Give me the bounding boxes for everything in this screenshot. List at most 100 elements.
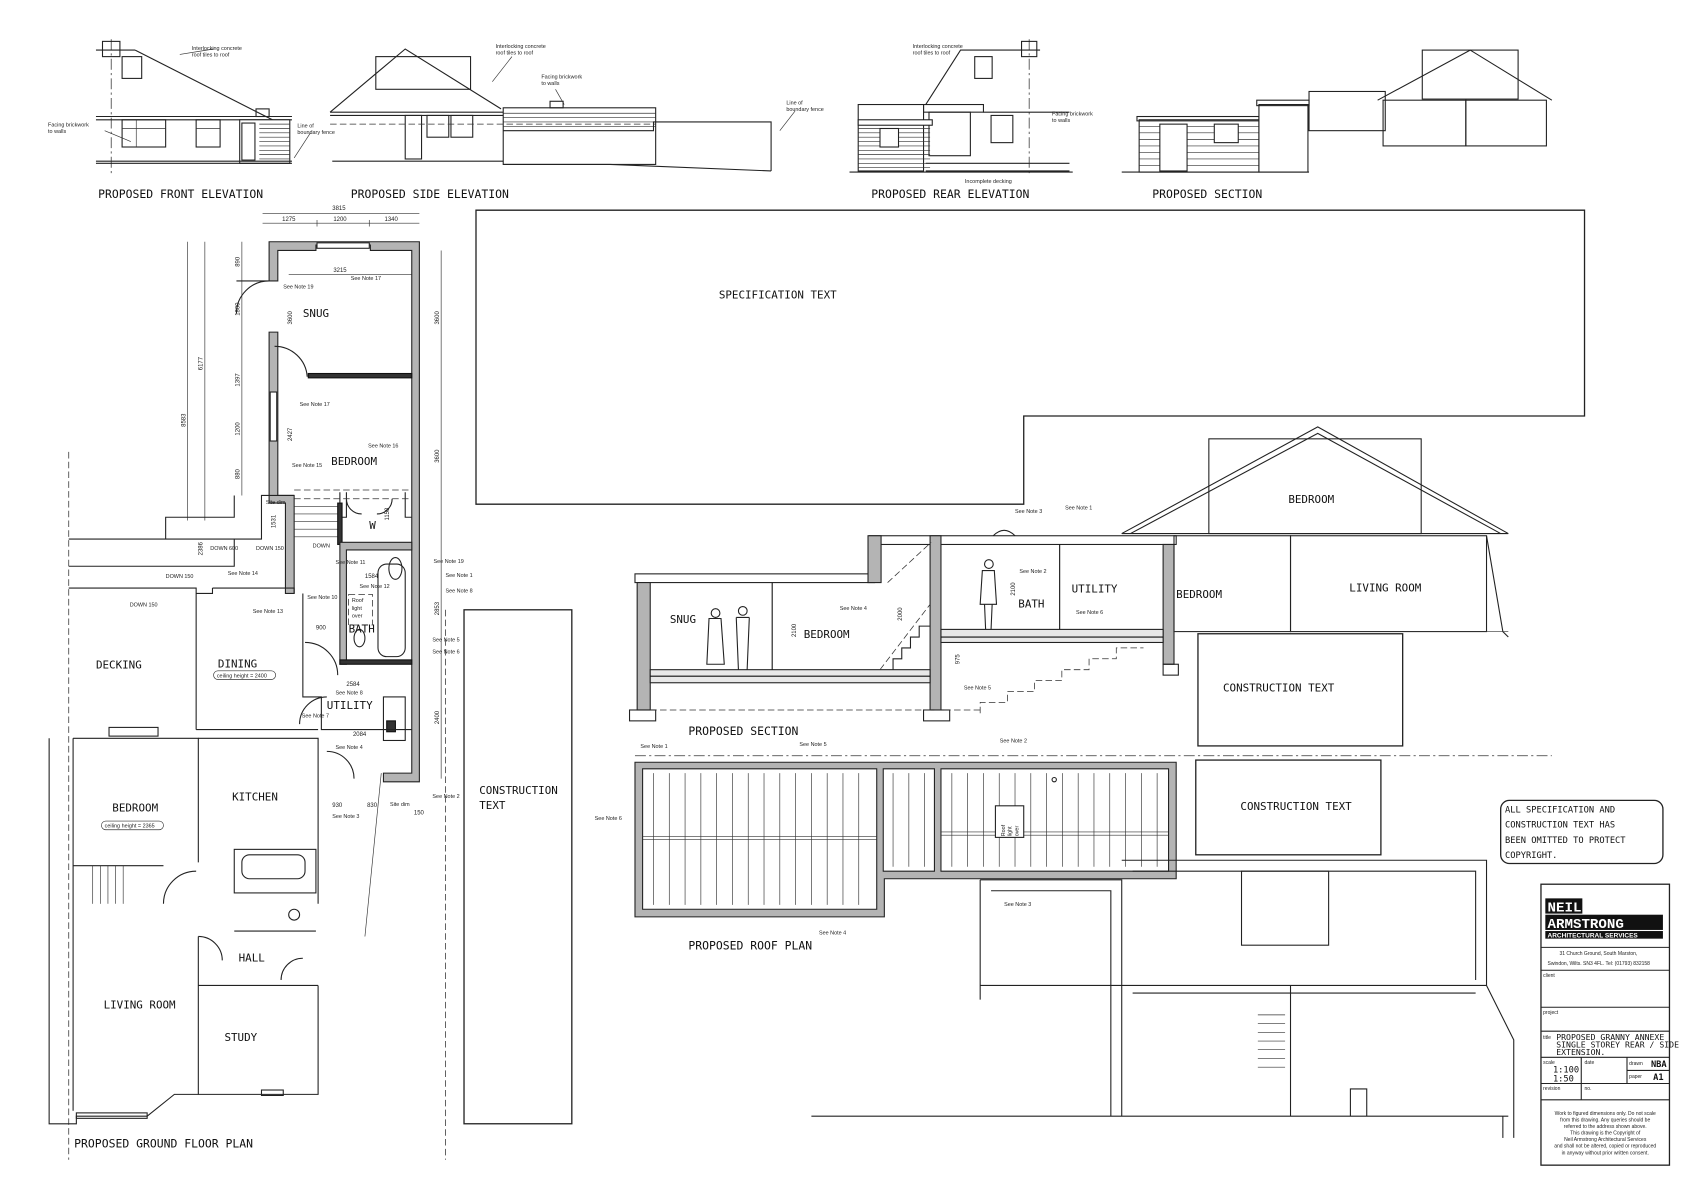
note-reference: See Note 4	[819, 930, 846, 936]
room-label: STUDY	[224, 1031, 257, 1044]
disclaimer-line: referred to the address shown above.	[1564, 1124, 1647, 1130]
ground-floor-plan: 3815 1275 1200 1340 3215 6177 8583 890 1…	[48, 206, 446, 1160]
address: Swindon, Wilts. SN3 4FL. Tel: (01793) 83…	[1548, 961, 1651, 967]
dimension: 3815	[332, 206, 346, 212]
room-label: LIVING ROOM	[104, 998, 176, 1011]
dimension: 880	[236, 468, 242, 479]
dimension: 2000	[898, 607, 904, 621]
note-reference: See Note 17	[351, 276, 381, 282]
ceiling-height: ceiling height = 2365	[105, 824, 155, 830]
dimension: 2100	[1011, 582, 1017, 596]
drawing-title-text: EXTENSION.	[1556, 1047, 1605, 1057]
side-elevation: Interlocking concrete roof tiles to roof…	[329, 44, 824, 201]
annotation: Site dim	[390, 802, 410, 808]
bathtub	[377, 563, 406, 658]
note-reference: See Note 3	[1004, 902, 1031, 908]
note-line: ALL SPECIFICATION AND	[1505, 805, 1615, 815]
field-label: drawn	[1629, 1061, 1643, 1067]
annotation: roof tiles to roof	[913, 50, 951, 56]
drawing-title: PROPOSED FRONT ELEVATION	[98, 187, 263, 201]
annotation: Line of	[297, 123, 314, 129]
annotation: boundary fence	[297, 130, 335, 136]
specification-placeholder: SPECIFICATION TEXT	[475, 209, 1586, 505]
sink-unit	[382, 696, 406, 742]
scale-value: 1:50	[1553, 1074, 1574, 1084]
room-label: UTILITY	[1072, 582, 1118, 595]
drawing-title-text: SINGLE STOREY REAR / SIDE	[1556, 1040, 1679, 1050]
human-figure-icon	[706, 605, 750, 670]
note-reference: See Note 5	[799, 742, 826, 748]
annotation: light	[352, 606, 362, 612]
drawing-title: PROPOSED SECTION	[688, 724, 798, 738]
note-reference: See Note 2	[1019, 569, 1046, 575]
window	[121, 119, 167, 148]
dormer-window	[121, 56, 143, 79]
annotation: to walls	[541, 81, 559, 87]
note-reference: See Note 19	[283, 285, 313, 291]
note-reference: See Note 6	[432, 649, 459, 655]
annotation: over	[352, 613, 363, 619]
note-reference: See Note 3	[332, 814, 359, 820]
annotation: Facing brickwork	[1052, 111, 1093, 117]
dimension: 1158	[385, 507, 391, 521]
dimension: 3600	[435, 311, 441, 325]
room-label: BEDROOM	[1288, 493, 1334, 506]
logo-text: NEIL	[1548, 900, 1582, 916]
door	[404, 114, 423, 160]
room-label: DECKING	[96, 659, 142, 672]
note-reference: See Note 11	[336, 560, 366, 566]
note-reference: See Note 5	[432, 637, 459, 643]
field-label: date	[1585, 1060, 1595, 1066]
floor-plan-notes: See Note 19 See Note 17 See Note 17 See …	[228, 276, 473, 820]
drawn-by: NBA	[1651, 1060, 1667, 1070]
dimension: 1397	[236, 373, 242, 387]
room-label: BEDROOM	[804, 628, 850, 641]
basin	[388, 556, 403, 580]
footing	[1162, 663, 1179, 676]
human-figure-icon	[979, 559, 998, 630]
field-label: project	[1543, 1010, 1559, 1016]
footing	[628, 709, 657, 722]
construction-text: CONSTRUCTION	[479, 784, 558, 797]
dimension: 900	[316, 625, 327, 631]
annotation: boundary fence	[786, 107, 824, 113]
field-label: revision	[1543, 1086, 1560, 1092]
disclaimer-line: Neil Armstrong Architectural Services	[1564, 1137, 1647, 1143]
room-label: BEDROOM	[331, 455, 377, 468]
annotation: DOWN 150	[166, 574, 194, 580]
scale-value: 1:100	[1553, 1066, 1579, 1076]
dimension: 1584	[365, 574, 379, 580]
drawing-title: PROPOSED SECTION	[1152, 187, 1262, 201]
logo-text: ARCHITECTURAL SERVICES	[1548, 933, 1639, 940]
drawing-title: PROPOSED ROOF PLAN	[688, 939, 812, 953]
window	[269, 391, 278, 442]
siding-lines	[259, 123, 290, 160]
note-reference: See Note 19	[434, 559, 464, 565]
dimension: 6177	[199, 356, 205, 370]
drawing-title: PROPOSED GROUND FLOOR PLAN	[74, 1137, 253, 1151]
window	[260, 1089, 284, 1097]
annotation: Site dim	[266, 500, 286, 506]
annotation: to walls	[48, 129, 66, 135]
specification-text: SPECIFICATION TEXT	[719, 288, 837, 301]
dimension: 830	[367, 803, 378, 809]
note-reference: See Note 2	[432, 794, 459, 800]
annotation: DOWN 600	[210, 546, 238, 552]
construction-text: TEXT	[479, 799, 506, 812]
dimension: 890	[236, 256, 242, 267]
dimension: 3600	[288, 311, 294, 325]
dimension: 1531	[272, 514, 278, 528]
dimension: 2427	[288, 427, 294, 441]
front-elevation: Interlocking concrete roof tiles to roof…	[48, 39, 335, 201]
address: 31 Church Ground, South Marston,	[1559, 951, 1637, 957]
note-reference: See Note 10	[307, 595, 337, 601]
dimension: 1800	[236, 302, 242, 316]
dimension: 2584	[346, 682, 360, 688]
room-label: HALL	[239, 952, 266, 965]
field-label: no.	[1585, 1086, 1592, 1092]
construction-placeholder-3: CONSTRUCTION TEXT	[1195, 759, 1382, 856]
note-reference: See Note 12	[359, 584, 389, 590]
bathroom	[233, 848, 317, 894]
steps	[294, 506, 338, 538]
drawing-title-text: PROPOSED GRANNY ANNEXE	[1556, 1032, 1664, 1042]
